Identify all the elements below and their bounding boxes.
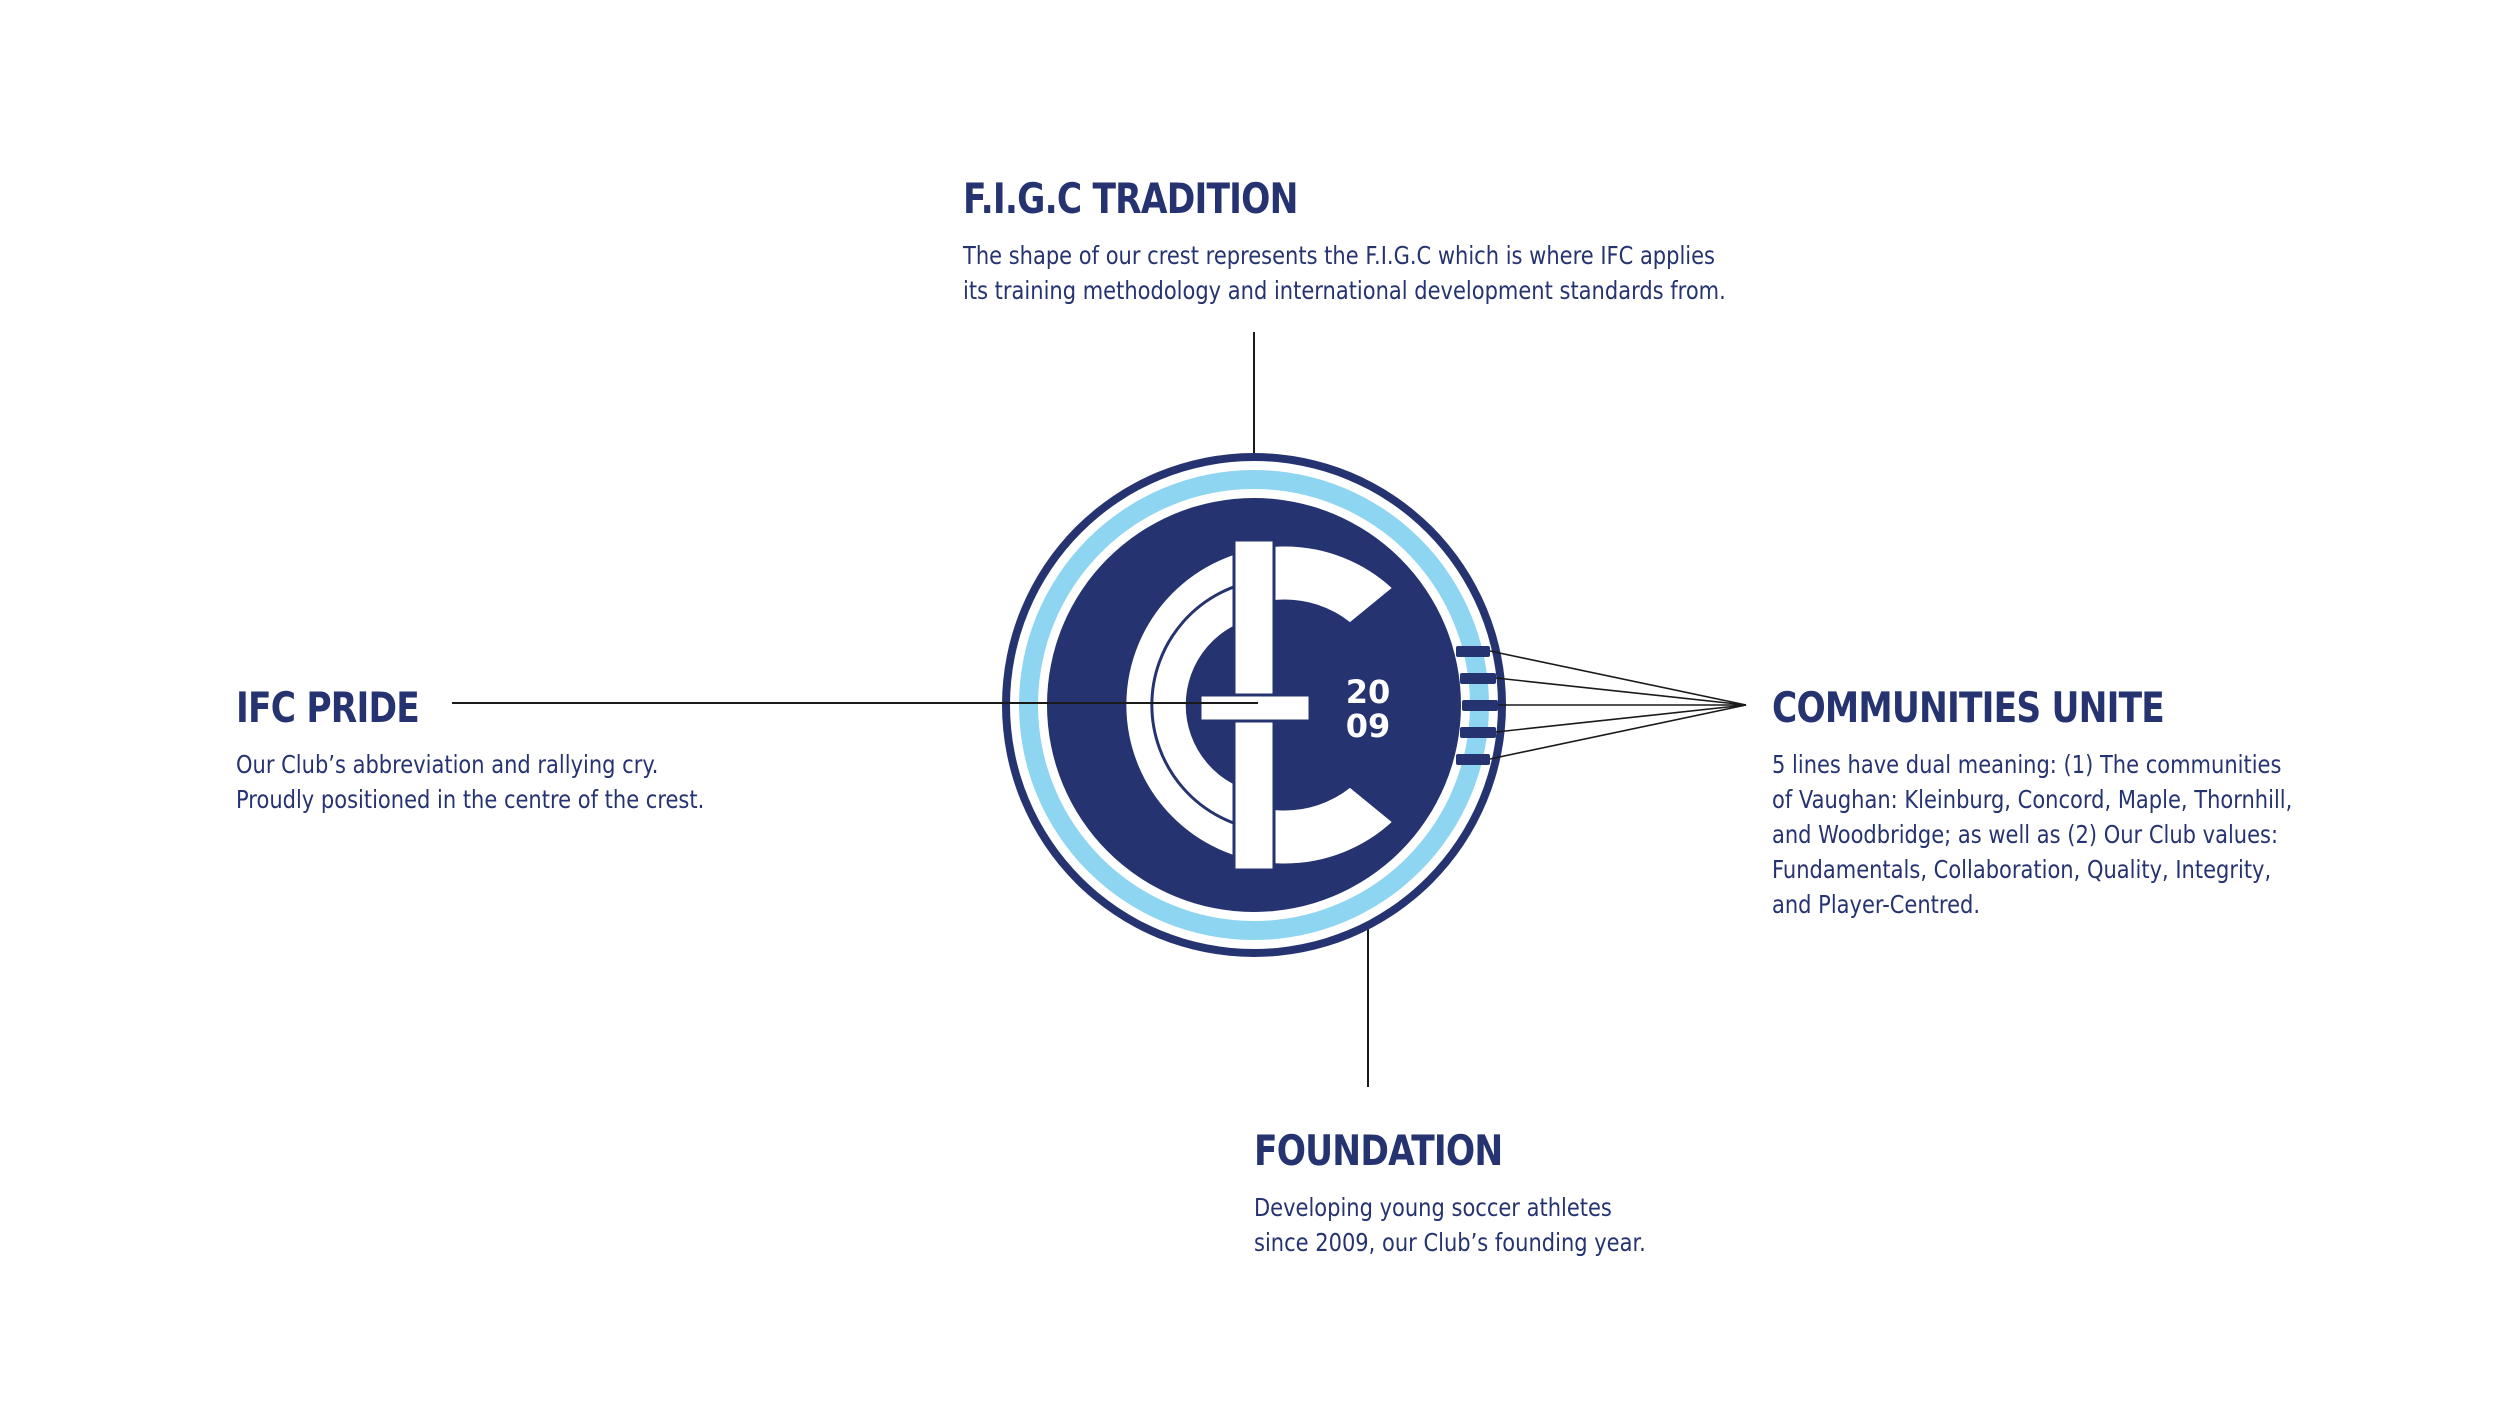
callout-title: IFC PRIDE bbox=[236, 683, 420, 732]
callout-foundation: FOUNDATION Developing young soccer athle… bbox=[1254, 1130, 1721, 1260]
crest-year-top: 20 bbox=[1346, 673, 1391, 711]
callout-title: FOUNDATION bbox=[1254, 1126, 1503, 1175]
description-line: Proudly positioned in the centre of the … bbox=[236, 785, 705, 814]
callout-description: The shape of our crest represents the F.… bbox=[963, 238, 1726, 308]
callout-title: F.I.G.C TRADITION bbox=[963, 174, 1298, 223]
description-line: and Player-Centred. bbox=[1772, 890, 1980, 919]
description-line: 5 lines have dual meaning: (1) The commu… bbox=[1772, 750, 2282, 779]
ifc-crest-logo: 20 09 bbox=[1002, 453, 1506, 957]
description-line: Fundamentals, Collaboration, Quality, In… bbox=[1772, 855, 2272, 884]
description-line: Our Club’s abbreviation and rallying cry… bbox=[236, 750, 659, 779]
callout-description: Developing young soccer athletes since 2… bbox=[1254, 1190, 1646, 1260]
description-line: and Woodbridge; as well as (2) Our Club … bbox=[1772, 820, 2279, 849]
callout-figc-tradition: F.I.G.C TRADITION The shape of our crest… bbox=[963, 178, 1871, 308]
crest-year-bottom: 09 bbox=[1346, 707, 1391, 745]
callout-ifc-pride: IFC PRIDE Our Club’s abbreviation and ra… bbox=[236, 687, 793, 817]
description-line: its training methodology and internation… bbox=[963, 276, 1726, 305]
crest-community-bars bbox=[1456, 646, 1498, 765]
connector-unite-fan bbox=[1489, 650, 1747, 760]
description-line: The shape of our crest represents the F.… bbox=[963, 241, 1716, 270]
crest-letter-f-bar bbox=[1198, 693, 1312, 723]
callout-title: COMMUNITIES UNITE bbox=[1772, 683, 2165, 732]
callout-description: 5 lines have dual meaning: (1) The commu… bbox=[1772, 747, 2292, 922]
callout-description: Our Club’s abbreviation and rallying cry… bbox=[236, 747, 704, 817]
callout-communities-unite: COMMUNITIES UNITE 5 lines have dual mean… bbox=[1772, 687, 2391, 922]
description-line: of Vaughan: Kleinburg, Concord, Maple, T… bbox=[1772, 785, 2293, 814]
description-line: Developing young soccer athletes bbox=[1254, 1193, 1612, 1222]
description-line: since 2009, our Club’s founding year. bbox=[1254, 1228, 1646, 1257]
